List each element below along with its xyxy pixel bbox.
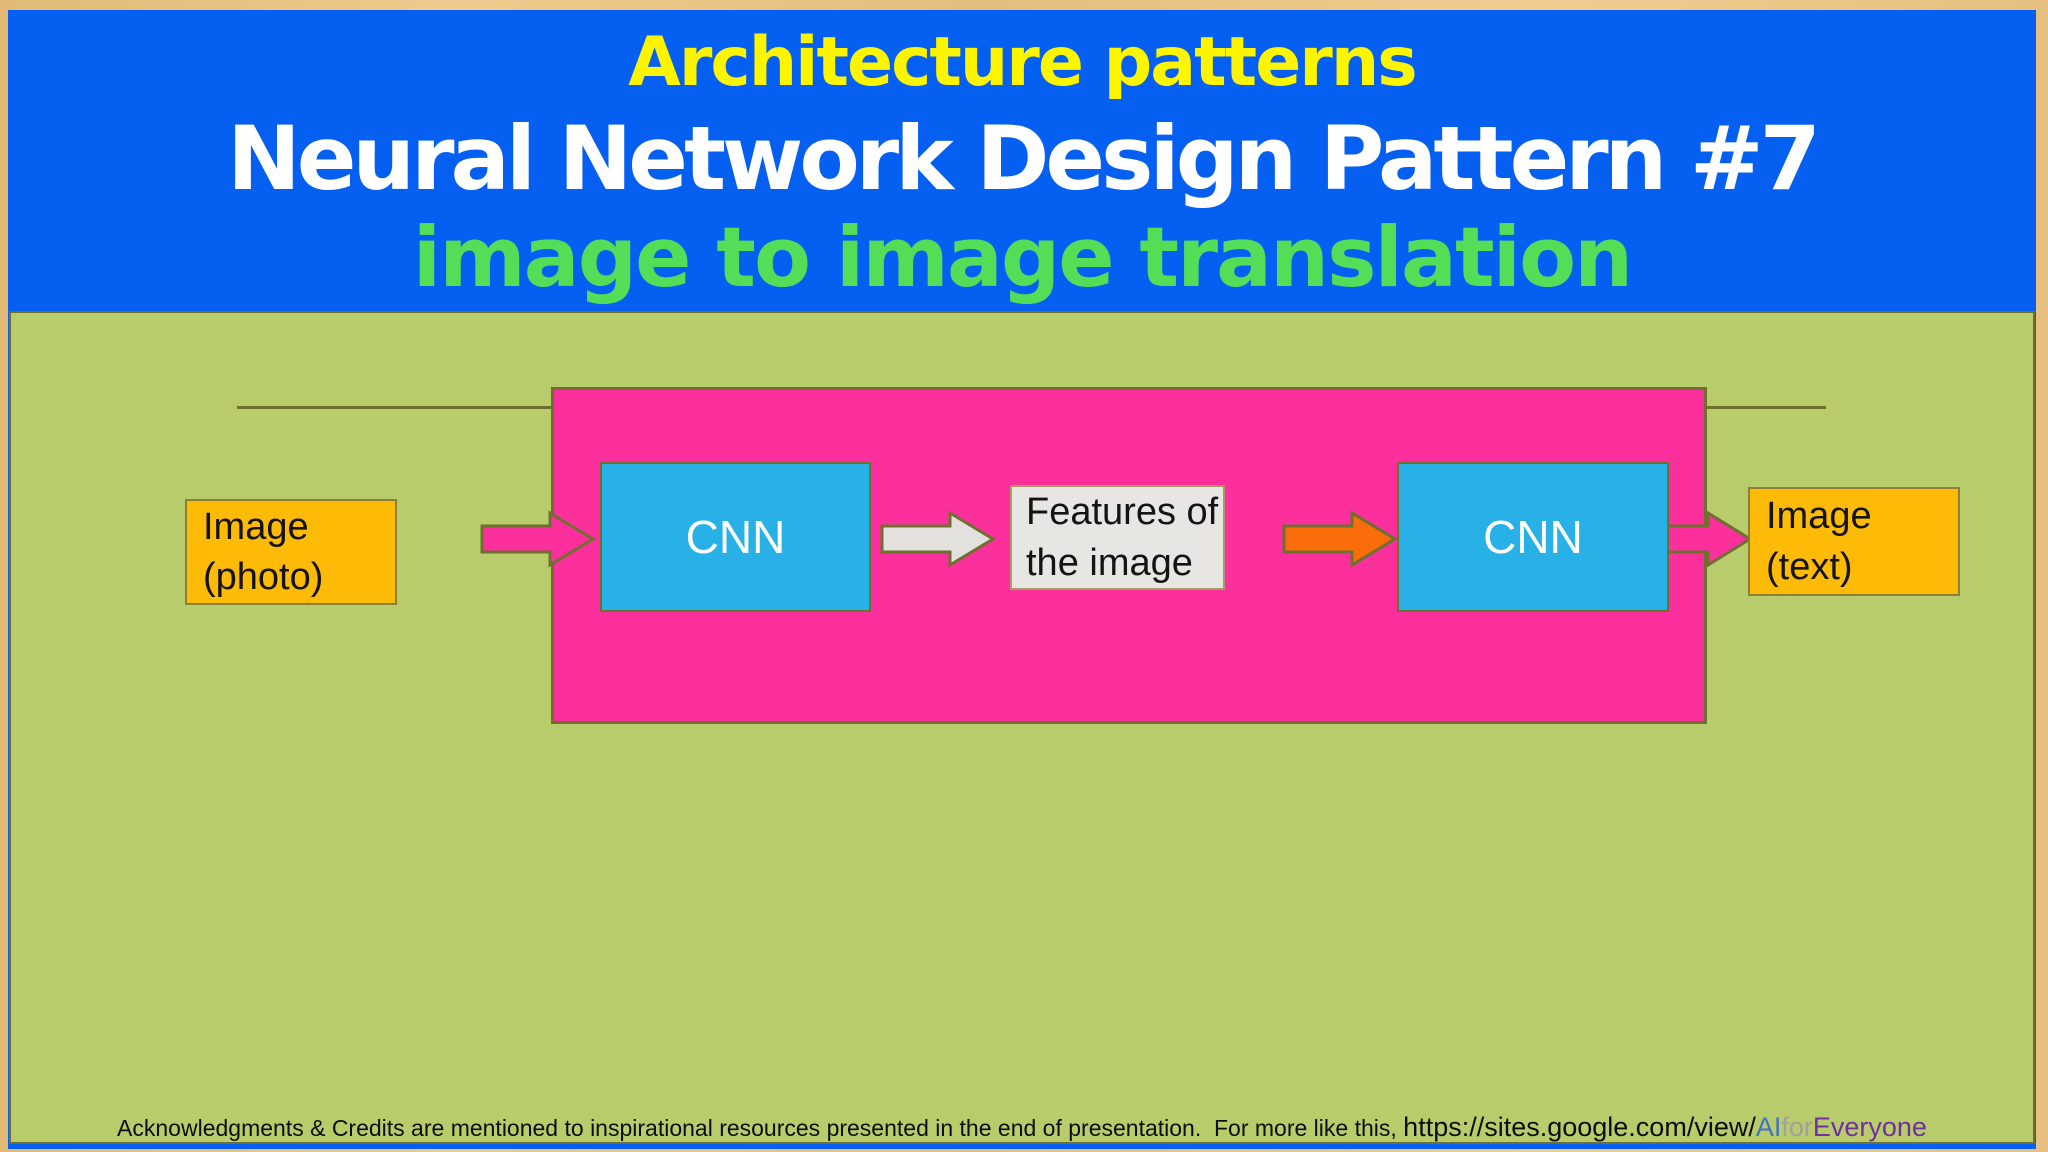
slide-header: Architecture patterns Neural Network Des… [8, 10, 2036, 311]
features-to-cnn-arrow-icon [1282, 510, 1398, 568]
output-image-box: Image (text) [1748, 487, 1960, 596]
diagram-panel: Image (photo) CNN Features of the image … [9, 311, 2035, 1144]
input-image-box: Image (photo) [185, 499, 397, 605]
cnn-to-features-arrow-icon [880, 510, 996, 568]
cnn-encoder-box: CNN [600, 462, 871, 612]
title-line-2: Neural Network Design Pattern #7 [227, 107, 1821, 210]
title-line-1: Architecture patterns [628, 23, 1417, 102]
features-box: Features of the image [1010, 485, 1225, 590]
footer-url-ai: AI [1755, 1111, 1782, 1142]
footer-url-prefix: https://sites.google.com/view/ [1403, 1111, 1756, 1142]
title-line-3: image to image translation [412, 209, 1633, 306]
slide-background: Architecture patterns Neural Network Des… [8, 10, 2036, 1149]
footer-url-everyone: Everyone [1812, 1111, 1927, 1142]
footer-url-for: for [1781, 1111, 1813, 1142]
cnn-to-output-arrow-icon [1662, 510, 1753, 568]
footer-credits: Acknowledgments & Credits are mentioned … [11, 1111, 2033, 1142]
cnn-decoder-box: CNN [1397, 462, 1669, 612]
input-to-cnn-arrow-icon [480, 510, 596, 568]
credits-text: Acknowledgments & Credits are mentioned … [117, 1114, 1404, 1141]
